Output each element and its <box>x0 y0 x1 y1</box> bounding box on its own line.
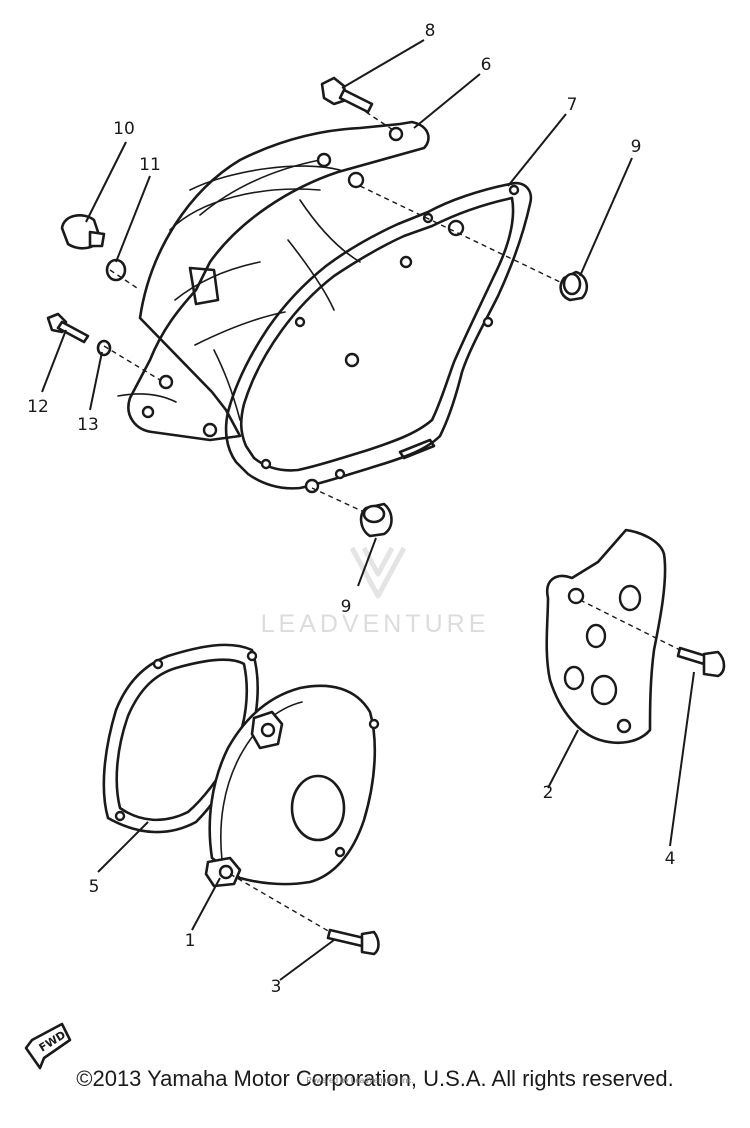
callout-13: 13 <box>77 415 99 435</box>
collar-part-9-upper[interactable] <box>559 270 589 302</box>
watermark-logo <box>349 546 407 599</box>
callout-4: 4 <box>665 849 676 869</box>
callout-1: 1 <box>185 931 196 951</box>
callout-3: 3 <box>271 977 282 997</box>
callout-6: 6 <box>481 55 492 75</box>
callout-2: 2 <box>543 783 554 803</box>
callout-10: 10 <box>113 119 135 139</box>
o-ring-part-11[interactable] <box>105 258 127 282</box>
small-print: Powered by LeadVenture, Inc. <box>306 1076 414 1085</box>
washer-part-13[interactable] <box>96 339 112 357</box>
assembly-lines <box>103 111 681 933</box>
callout-8: 8 <box>425 21 436 41</box>
callout-12: 12 <box>27 397 49 417</box>
callouts: 8 6 7 9 10 11 12 13 9 2 4 5 1 3 <box>27 21 675 997</box>
copyright-notice: ©2013 Yamaha Motor Corporation, U.S.A. A… <box>76 1066 674 1091</box>
callout-7: 7 <box>567 95 578 115</box>
cover-part-1[interactable] <box>204 684 380 888</box>
callout-11: 11 <box>139 155 161 175</box>
callout-9-upper: 9 <box>631 137 642 157</box>
callout-5: 5 <box>89 877 100 897</box>
bolt-part-8[interactable] <box>320 76 374 114</box>
plug-part-10[interactable] <box>60 214 106 250</box>
bolt-part-4[interactable] <box>676 646 726 678</box>
leader-lines <box>41 39 695 981</box>
bolt-part-3[interactable] <box>326 928 380 956</box>
plate-part-2[interactable] <box>545 528 667 744</box>
screw-part-12[interactable] <box>46 312 90 344</box>
collar-part-9-lower[interactable] <box>359 502 393 538</box>
crankcase-cover-part-6[interactable] <box>117 120 430 442</box>
gasket-part-5[interactable] <box>102 643 259 834</box>
fwd-arrow-icon: FWD <box>24 1022 72 1070</box>
callout-9-lower: 9 <box>341 597 352 617</box>
watermark-text: LEADVENTURE <box>261 610 490 638</box>
gasket-part-7[interactable] <box>224 181 533 494</box>
